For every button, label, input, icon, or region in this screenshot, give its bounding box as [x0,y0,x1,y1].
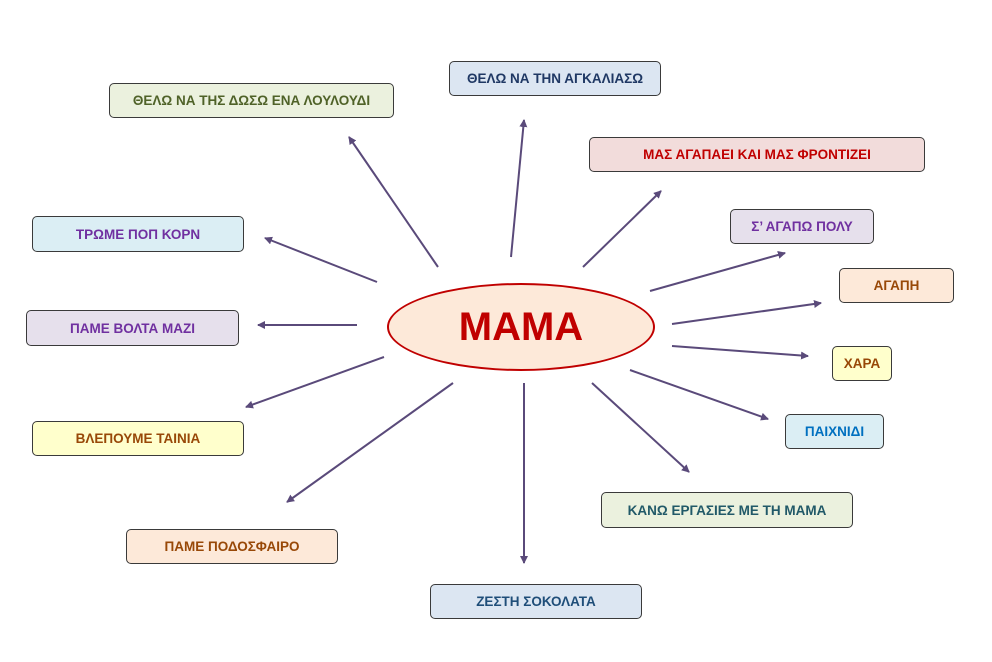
node-label: ΠΑΜΕ ΠΟΔΟΣΦΑΙΡΟ [164,539,300,554]
node-label: ΘΕΛΩ ΝΑ ΤΗΣ ΔΩΣΩ ΕΝΑ ΛΟΥΛΟΥΔΙ [132,93,371,108]
node-chores: ΚΑΝΩ ΕΡΓΑΣΙΕΣ ΜΕ ΤΗ ΜΑΜΑ [601,492,853,528]
node-label: ΑΓΑΠΗ [873,278,920,293]
node-loves-cares: ΜΑΣ ΑΓΑΠΑΕΙ ΚΑΙ ΜΑΣ ΦΡΟΝΤΙΖΕΙ [589,137,925,172]
central-label: ΜΑΜΑ [458,304,584,349]
node-label: ΠΑΜΕ ΒΟΛΤΑ ΜΑΖΙ [69,320,195,336]
arrow [582,190,662,268]
arrow [286,382,454,503]
node-label: ΒΛΕΠΟΥΜΕ ΤΑΙΝΙΑ [75,431,201,446]
node-label: ΚΑΝΩ ΕΡΓΑΣΙΕΣ ΜΕ ΤΗ ΜΑΜΑ [627,502,827,518]
node-flower: ΘΕΛΩ ΝΑ ΤΗΣ ΔΩΣΩ ΕΝΑ ΛΟΥΛΟΥΔΙ [109,83,394,118]
node-hot-chocolate: ΖΕΣΤΗ ΣΟΚΟΛΑΤΑ [430,584,642,619]
node-love: ΑΓΑΠΗ [839,268,954,303]
arrow [348,136,439,268]
node-movie: ΒΛΕΠΟΥΜΕ ΤΑΙΝΙΑ [32,421,244,456]
node-football: ΠΑΜΕ ΠΟΔΟΣΦΑΙΡΟ [126,529,338,564]
arrow [245,356,385,409]
node-joy: ΧΑΡΑ [832,346,892,381]
arrow [264,236,378,283]
arrow [671,345,809,360]
node-label: ΤΡΩΜΕ ΠΟΠ ΚΟΡΝ [75,226,201,242]
arrow [671,300,822,325]
arrow [629,369,769,421]
node-label: ΖΕΣΤΗ ΣΟΚΟΛΑΤΑ [476,594,596,609]
arrow [510,119,528,258]
node-love-you: Σ’ ΑΓΑΠΩ ΠΟΛΥ [730,209,874,244]
node-label: Σ’ ΑΓΑΠΩ ΠΟΛΥ [751,219,853,234]
central-node-mama: ΜΑΜΑ [387,283,655,371]
node-label: ΘΕΛΩ ΝΑ ΤΗΝ ΑΓΚΑΛΙΑΣΩ [466,71,644,86]
arrow [649,251,786,292]
node-toy: ΠΑΙΧΝΙΔΙ [785,414,884,449]
node-label: ΜΑΣ ΑΓΑΠΑΕΙ ΚΑΙ ΜΑΣ ΦΡΟΝΤΙΖΕΙ [643,147,871,162]
node-label: ΠΑΙΧΝΙΔΙ [804,424,865,439]
node-hug: ΘΕΛΩ ΝΑ ΤΗΝ ΑΓΚΑΛΙΑΣΩ [449,61,661,96]
node-walk: ΠΑΜΕ ΒΟΛΤΑ ΜΑΖΙ [26,310,239,346]
node-label: ΧΑΡΑ [843,356,881,371]
node-popcorn: ΤΡΩΜΕ ΠΟΠ ΚΟΡΝ [32,216,244,252]
arrow [591,382,690,473]
